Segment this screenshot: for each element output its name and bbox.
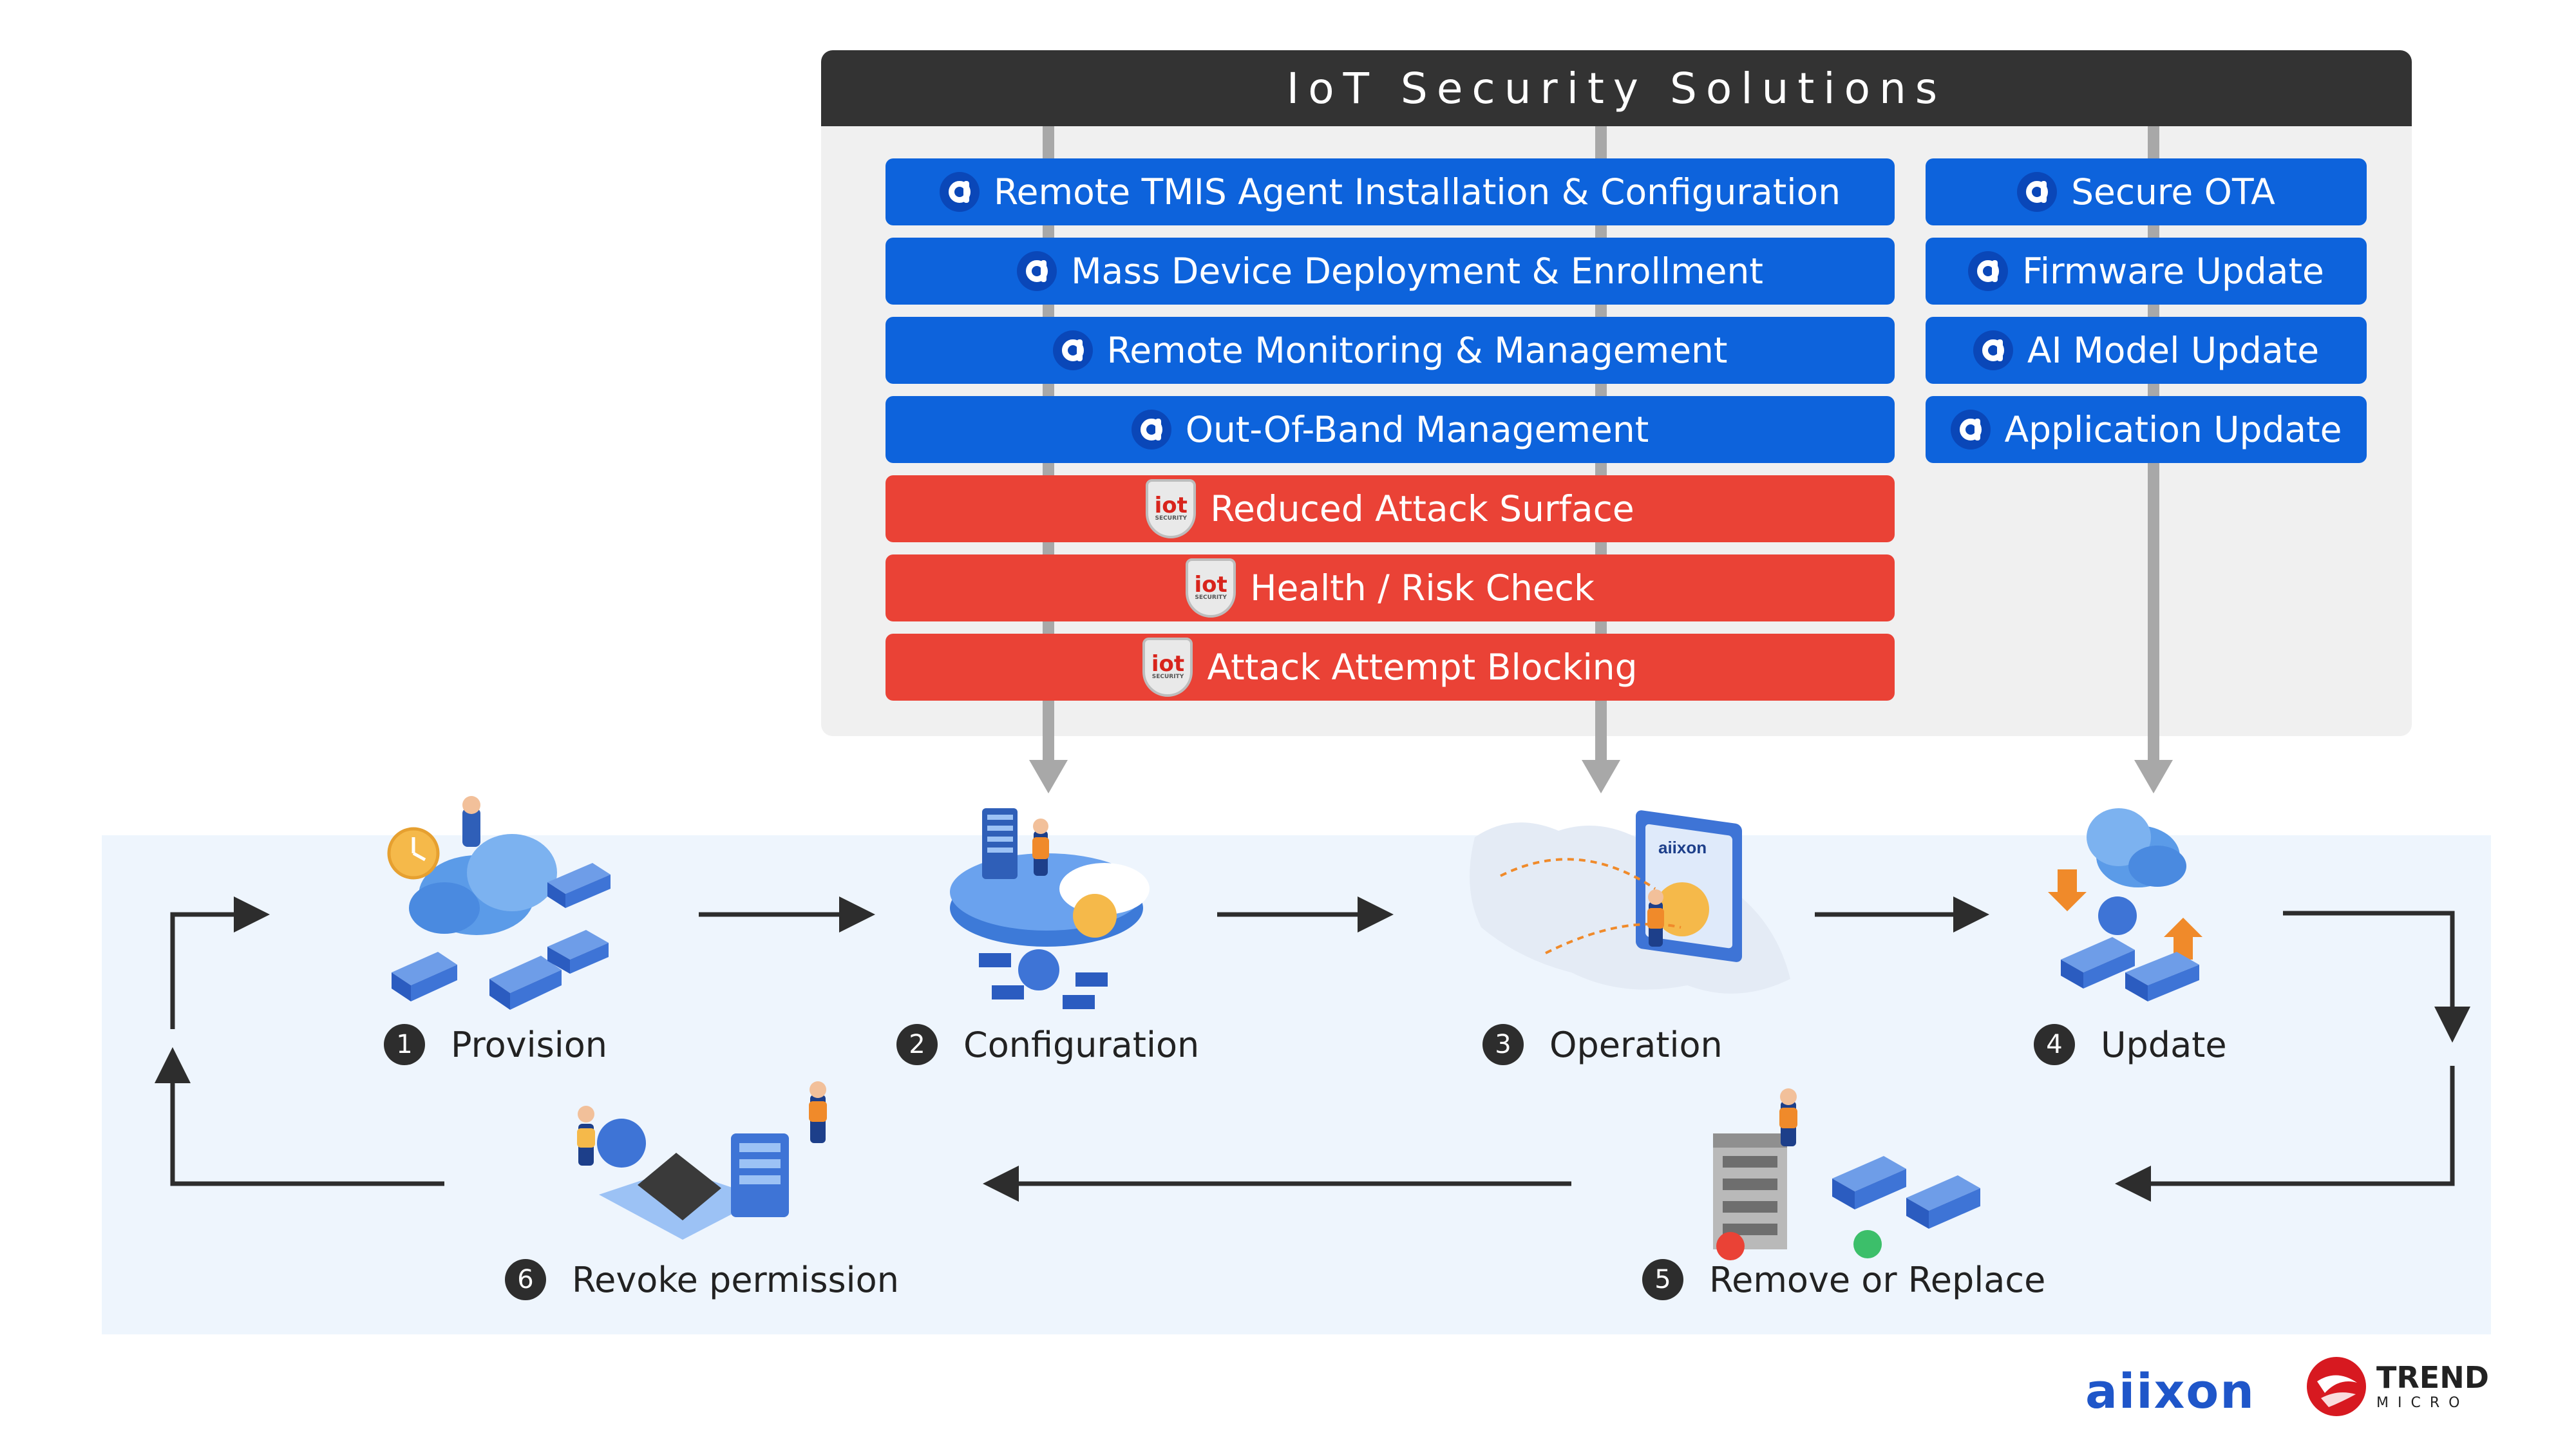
step-label: Operation: [1549, 1024, 1723, 1065]
aiixon-icon: [1968, 251, 2009, 291]
aiixon-icon: [2017, 172, 2058, 212]
feature-remote-agent-installation: Remote TMIS Agent Installation & Configu…: [886, 158, 1895, 225]
step-remove-or-replace: 5 Remove or Replace: [1642, 1259, 2045, 1300]
step-operation: 3 Operation: [1482, 1024, 1723, 1065]
feature-label: AI Model Update: [2027, 330, 2320, 371]
feature-firmware-update: Firmware Update: [1926, 238, 2367, 305]
step-label: Update: [2101, 1024, 2227, 1065]
arrowhead-configuration: [1029, 760, 1068, 793]
step-label: Provision: [451, 1024, 608, 1065]
operation-illustration: aiixon: [1470, 810, 1790, 994]
feature-label: Firmware Update: [2022, 251, 2324, 292]
step-label: Configuration: [963, 1024, 1200, 1065]
operation-screen-text: aiixon: [1658, 838, 1707, 857]
arrowhead-operation: [1582, 760, 1620, 793]
update-illustration: [2048, 808, 2202, 1001]
step-number: 1: [384, 1024, 425, 1065]
aiixon-icon: [1950, 410, 1991, 450]
arrow-6-to-1: [155, 1047, 444, 1186]
feature-label: Remote TMIS Agent Installation & Configu…: [993, 171, 1841, 213]
arrow-to-5: [2115, 1066, 2455, 1202]
feature-label: Application Update: [2004, 409, 2342, 450]
panel-title: IoT Security Solutions: [821, 50, 2412, 126]
step-number: 5: [1642, 1259, 1683, 1300]
feature-mass-device-deployment: Mass Device Deployment & Enrollment: [886, 238, 1895, 305]
step-number: 4: [2034, 1024, 2075, 1065]
aiixon-icon: [1973, 330, 2013, 370]
arrow-into-provision: [170, 896, 270, 1029]
trend-micro-logo: TREND MICRO: [2306, 1356, 2489, 1417]
step-label: Remove or Replace: [1709, 1259, 2046, 1300]
feature-label: Reduced Attack Surface: [1210, 488, 1634, 529]
aiixon-logo: aiixon: [2085, 1364, 2255, 1419]
arrow-4-down: [2283, 911, 2470, 1043]
step-number: 2: [896, 1024, 938, 1065]
provision-illustration: [387, 796, 611, 1010]
step-number: 6: [505, 1259, 546, 1300]
configuration-illustration: [950, 808, 1150, 1009]
feature-label: Attack Attempt Blocking: [1207, 647, 1638, 688]
aiixon-icon: [1052, 330, 1093, 370]
step-update: 4 Update: [2034, 1024, 2227, 1065]
step-label: Revoke permission: [572, 1259, 899, 1300]
feature-secure-ota: Secure OTA: [1926, 158, 2367, 225]
feature-label: Remote Monitoring & Management: [1106, 330, 1728, 371]
aiixon-icon: [1131, 410, 1171, 450]
trend-micro-line1: TREND: [2376, 1360, 2489, 1395]
revoke-permission-illustration: [577, 1081, 827, 1240]
remove-replace-illustration: [1713, 1088, 1980, 1260]
aiixon-icon: [939, 172, 980, 212]
feature-label: Mass Device Deployment & Enrollment: [1071, 251, 1763, 292]
feature-ai-model-update: AI Model Update: [1926, 317, 2367, 384]
feature-label: Secure OTA: [2071, 171, 2275, 213]
feature-label: Health / Risk Check: [1250, 567, 1595, 609]
feature-remote-monitoring: Remote Monitoring & Management: [886, 317, 1895, 384]
feature-application-update: Application Update: [1926, 396, 2367, 463]
step-provision: 1 Provision: [384, 1024, 607, 1065]
feature-label: Out-Of-Band Management: [1185, 409, 1649, 450]
feature-out-of-band-management: Out-Of-Band Management: [886, 396, 1895, 463]
aiixon-icon: [1017, 251, 1057, 291]
trend-micro-swirl-icon: [2307, 1357, 2366, 1416]
step-revoke-permission: 6 Revoke permission: [505, 1259, 899, 1300]
step-number: 3: [1482, 1024, 1524, 1065]
arrowhead-update: [2134, 760, 2173, 793]
step-configuration: 2 Configuration: [896, 1024, 1199, 1065]
trend-micro-line2: MICRO: [2376, 1395, 2469, 1411]
